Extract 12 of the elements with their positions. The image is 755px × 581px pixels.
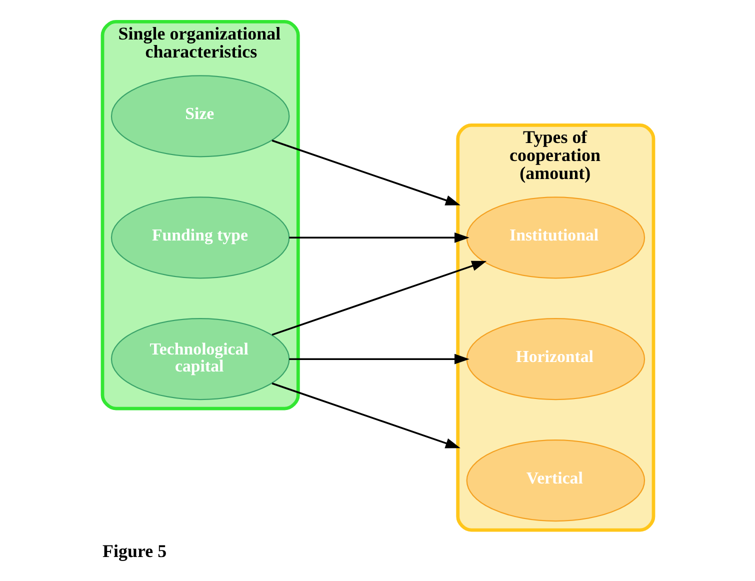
node-ellipse: Technological capital	[110, 318, 290, 400]
node-ellipse: Size	[110, 75, 290, 158]
arrow	[288, 232, 469, 243]
node-ellipse: Horizontal	[466, 318, 645, 400]
arrow	[271, 140, 460, 206]
caption: Figure 5	[102, 540, 166, 561]
arrow	[288, 354, 469, 364]
arrow	[271, 382, 460, 448]
node-ellipse: Vertical	[466, 440, 645, 522]
arrow	[271, 260, 486, 336]
node-ellipse: Funding type	[110, 196, 290, 279]
node-ellipse: Institutional	[466, 196, 645, 279]
